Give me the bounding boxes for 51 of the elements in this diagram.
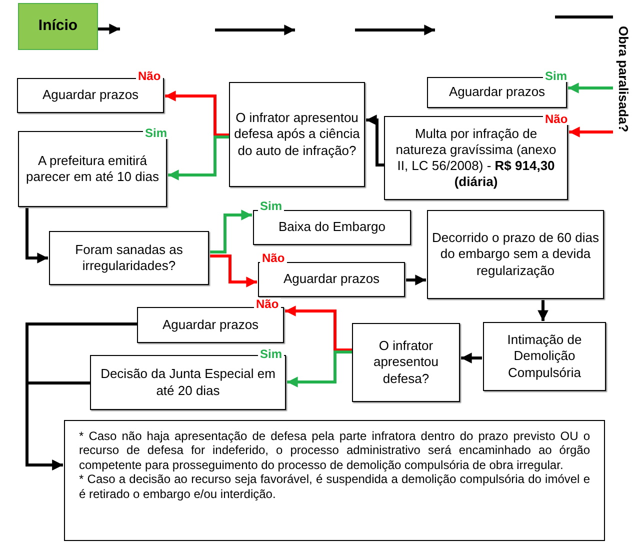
edge-label: Não bbox=[543, 113, 570, 125]
arrow bbox=[569, 126, 613, 138]
start-box bbox=[18, 3, 98, 50]
node-text: O infrator apresentou defesa? bbox=[372, 338, 440, 387]
arrow bbox=[165, 90, 229, 136]
node-text: Aguardar prazos bbox=[283, 271, 380, 288]
note-box bbox=[64, 420, 605, 541]
edge-label: Sim bbox=[258, 348, 284, 360]
node-text: Início bbox=[38, 17, 78, 36]
note-text: * Caso a decisão ao recurso seja favorável, é suspendida a demolição compulsória do imóvel e é retirado o embargo e/ou interdição. bbox=[79, 472, 590, 501]
node-text: Intimação de Demolição Compulsória bbox=[506, 332, 583, 381]
arrow bbox=[168, 136, 229, 180]
decision-box bbox=[229, 82, 365, 187]
arrow bbox=[285, 306, 352, 352]
arrow bbox=[461, 352, 482, 364]
edge-label: Sim bbox=[543, 70, 570, 82]
note-text: * Caso não haja apresentação de defesa pela parte infratora dentro do prazo previsto OU o recurso de defesa for indeferido, o processo administrativo será encaminhado ao órgão competente para prosseguimento do processo de demolição compulsória de obra irregular. bbox=[79, 429, 590, 472]
node-text: Baixa do Embargo bbox=[278, 219, 386, 236]
decision-box bbox=[352, 323, 460, 402]
node-text: Obra paralisada? bbox=[615, 26, 632, 132]
edge-label: Não bbox=[254, 298, 281, 310]
process-box bbox=[137, 307, 284, 343]
node-text: Decorrido o prazo de 60 dias do embargo sem a devida regularização bbox=[432, 230, 599, 279]
node-text: Multa por infração de natureza gravíssima (anexo II, LC 56/2008) - R$ 914,30 (diária) bbox=[394, 126, 558, 190]
node-text: O infrator apresentou defesa após a ciência do auto de infração? bbox=[234, 110, 360, 159]
arrow bbox=[287, 350, 352, 388]
arrow bbox=[210, 254, 257, 288]
node-text: A prefeitura emitirá parecer em até 10 dias bbox=[25, 152, 160, 186]
node-text: Aguardar prazos bbox=[42, 87, 139, 104]
process-box bbox=[384, 116, 568, 200]
arrow bbox=[26, 382, 90, 470]
node-text: Aguardar prazos bbox=[162, 316, 259, 334]
arrow bbox=[26, 208, 48, 264]
arrow bbox=[538, 300, 548, 321]
node-text: Foram sanadas as irregularidades? bbox=[74, 242, 184, 274]
arrow bbox=[210, 210, 252, 254]
arrow bbox=[366, 114, 384, 166]
edge-label: Sim bbox=[143, 127, 170, 139]
decision-box bbox=[49, 231, 209, 285]
process-box bbox=[427, 210, 604, 299]
node-text: Decisão da Junta Especial em até 20 dias bbox=[100, 366, 276, 399]
arrow bbox=[568, 82, 613, 94]
edge-label: Sim bbox=[258, 200, 284, 212]
edge-label: Não bbox=[260, 252, 287, 264]
arrow bbox=[98, 24, 120, 34]
edge-label: Não bbox=[136, 70, 163, 82]
process-box bbox=[483, 322, 606, 391]
arrow bbox=[406, 274, 426, 286]
node-text: Aguardar prazos bbox=[448, 84, 546, 101]
process-box bbox=[258, 262, 405, 297]
process-box bbox=[253, 210, 411, 245]
